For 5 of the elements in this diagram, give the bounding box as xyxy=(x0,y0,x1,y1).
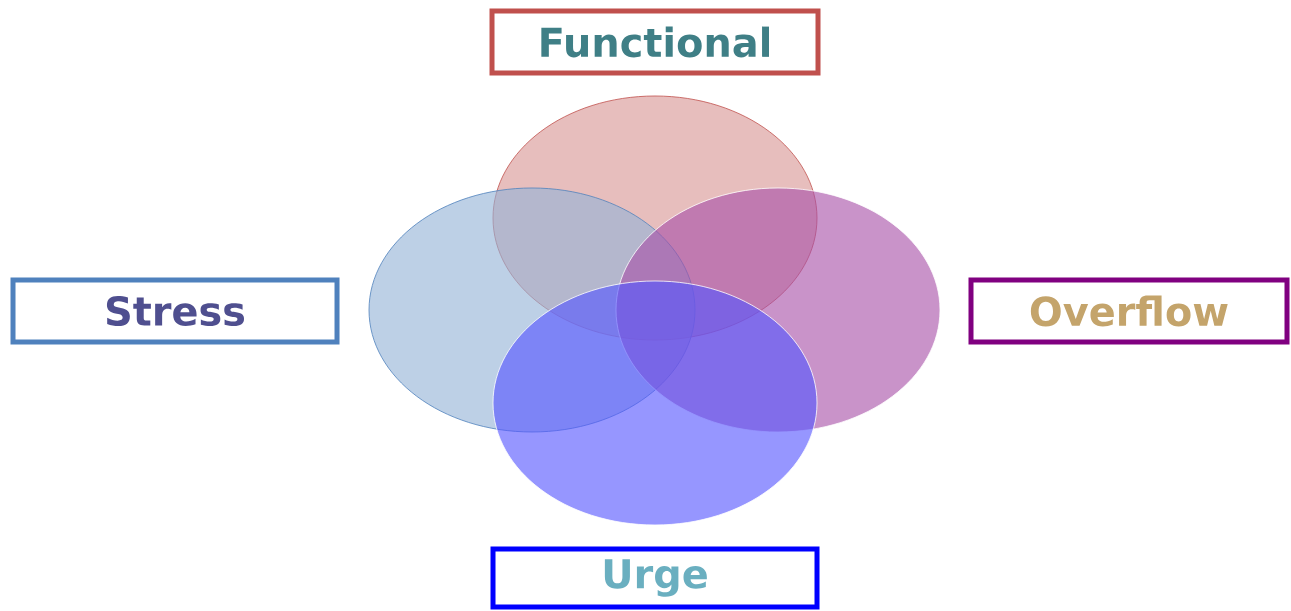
label-box: Functional xyxy=(489,8,821,76)
label-box: Stress xyxy=(10,277,340,345)
ellipse xyxy=(492,280,818,526)
label-box: Urge xyxy=(490,546,820,610)
label-box: Overflow xyxy=(968,277,1290,345)
